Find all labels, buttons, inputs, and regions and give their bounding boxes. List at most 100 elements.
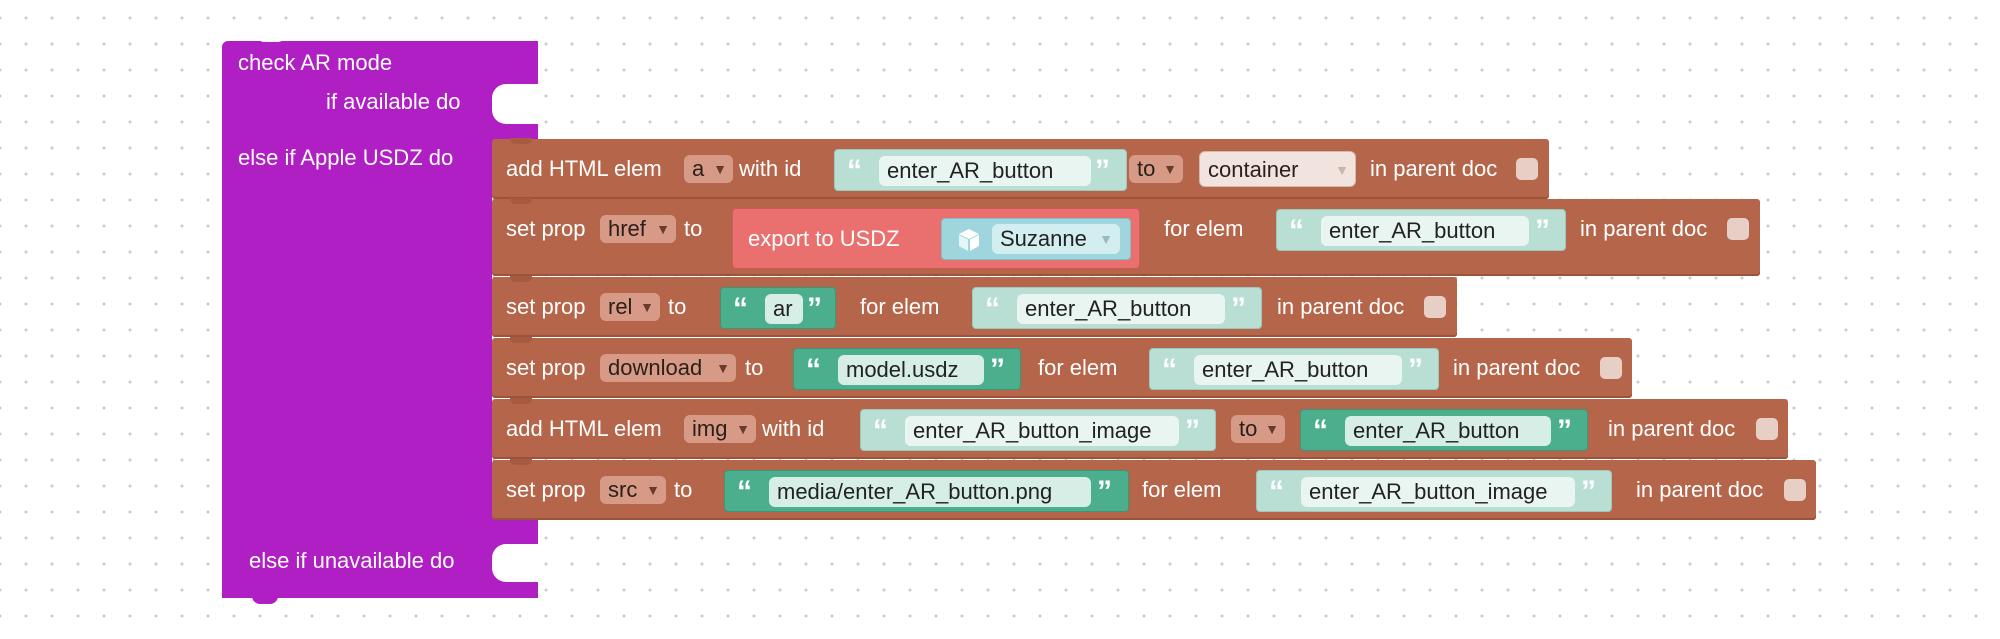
string-value[interactable]: media/enter_AR_button.png [769,477,1091,507]
row-notch [510,459,532,465]
string-block[interactable]: “ enter_AR_button_image ” [860,409,1216,451]
string-value[interactable]: enter_AR_button [1194,355,1402,385]
open-quote-icon: “ [847,154,862,187]
tag-dropdown[interactable]: a ▼ [684,155,733,183]
object-block[interactable]: Suzanne ▼ [941,218,1131,260]
tag-dropdown[interactable]: img ▼ [684,415,756,443]
open-quote-icon: “ [1313,414,1328,447]
row-notch [510,276,532,282]
row-label: set prop [506,355,586,380]
dropdown-arrow-icon: ▼ [646,482,660,498]
string-value[interactable]: enter_AR_button [1017,294,1225,324]
dropdown-arrow-icon: ▼ [736,421,750,437]
if-available-slot[interactable] [492,84,538,124]
export-label: export to USDZ [748,226,900,251]
else-apple-label: else if Apple USDZ do [238,145,454,170]
string-value[interactable]: enter_AR_button [1345,416,1551,446]
for-elem-label: for elem [1142,477,1222,502]
in-parent-doc-label: in parent doc [1277,294,1405,319]
else-unavailable-label: else if unavailable do [249,548,455,573]
prop-dropdown[interactable]: href ▼ [600,215,676,243]
for-elem-label: for elem [1038,355,1118,380]
dropdown-arrow-icon: ▼ [656,221,670,237]
set-prop-block[interactable]: set prop download ▼ to “ model.usdz ” fo… [492,337,1632,398]
row-label: set prop [506,477,586,502]
cube-icon [959,229,979,251]
close-quote-icon: ” [1097,475,1112,508]
to-dropdown-value: to [1239,416,1258,441]
string-block[interactable]: “ media/enter_AR_button.png ” [724,470,1129,512]
close-quote-icon: ” [807,292,822,325]
prop-dropdown-value: href [608,216,646,241]
add-html-elem-block[interactable]: add HTML elem a ▼ with id “ enter_AR_but… [492,138,1549,199]
object-dropdown-value: Suzanne [1000,226,1087,251]
in-parent-doc-label: in parent doc [1580,216,1708,241]
in-parent-doc-label: in parent doc [1370,156,1498,181]
object-dropdown[interactable]: Suzanne ▼ [992,224,1120,254]
in-parent-doc-checkbox[interactable] [1784,479,1806,501]
string-block[interactable]: “ enter_AR_button ” [1276,209,1566,251]
if-available-label: if available do [326,89,461,114]
string-block[interactable]: “ model.usdz ” [793,348,1021,390]
prop-dropdown[interactable]: download ▼ [600,354,736,382]
in-parent-doc-checkbox[interactable] [1727,218,1749,240]
close-quote-icon: ” [990,353,1005,386]
open-quote-icon: “ [985,292,1000,325]
check-ar-mode-labels: check AR mode if available do else if Ap… [222,41,538,601]
row-label: add HTML elem [506,156,662,181]
string-block[interactable]: “ ar ” [720,287,836,329]
string-value[interactable]: enter_AR_button_image [1301,477,1575,507]
check-ar-mode-apple-bottom [492,518,538,538]
in-parent-doc-checkbox[interactable] [1756,418,1778,440]
set-prop-block[interactable]: set prop href ▼ to export to USDZ Suzann… [492,198,1760,276]
to-label: to [745,355,764,380]
close-quote-icon: ” [1231,292,1246,325]
to-dropdown-value: to [1137,156,1156,181]
set-prop-block[interactable]: set prop src ▼ to “ media/enter_AR_butto… [492,459,1816,520]
check-ar-mode-else-unavailable [222,520,538,598]
open-quote-icon: “ [737,475,752,508]
string-block[interactable]: “ enter_AR_button ” [972,287,1262,329]
to-dropdown[interactable]: to ▼ [1129,155,1183,183]
row-notch [510,337,532,343]
export-to-usdz-block[interactable]: export to USDZ Suzanne ▼ [732,208,1140,269]
close-quote-icon: ” [1185,414,1200,447]
row-notch [510,198,532,204]
string-block[interactable]: “ enter_AR_button ” [1149,348,1439,390]
to-label: to [668,294,687,319]
add-html-elem-block[interactable]: add HTML elem img ▼ with id “ enter_AR_b… [492,398,1788,459]
to-dropdown[interactable]: to ▼ [1231,415,1285,443]
string-block[interactable]: “ enter_AR_button_image ” [1256,470,1612,512]
check-ar-mode-block[interactable] [222,41,538,143]
string-block[interactable]: “ enter_AR_button ” [1300,409,1588,451]
check-ar-mode-title: check AR mode [238,50,393,75]
string-value[interactable]: ar [765,294,803,324]
string-value[interactable]: enter_AR_button [879,156,1091,186]
prop-dropdown[interactable]: src ▼ [600,476,666,504]
string-block[interactable]: “ enter_AR_button ” [834,149,1127,191]
set-prop-block[interactable]: set prop rel ▼ to “ ar ” for elem “ ente… [492,276,1457,337]
in-parent-doc-checkbox[interactable] [1516,158,1538,180]
in-parent-doc-checkbox[interactable] [1424,296,1446,318]
dropdown-arrow-icon: ▼ [1265,421,1279,437]
for-elem-label: for elem [860,294,940,319]
in-parent-doc-checkbox[interactable] [1600,357,1622,379]
row-notch [510,138,532,144]
tag-dropdown-value: img [692,416,728,441]
dropdown-arrow-icon: ▼ [1335,162,1349,178]
prop-dropdown[interactable]: rel ▼ [600,293,660,321]
container-dropdown[interactable]: container ▼ [1199,151,1356,187]
in-parent-doc-label: in parent doc [1636,477,1764,502]
string-value[interactable]: enter_AR_button_image [905,416,1179,446]
tag-dropdown-value: a [692,156,705,181]
prop-dropdown-value: rel [608,294,633,319]
string-value[interactable]: enter_AR_button [1321,216,1529,246]
in-parent-doc-label: in parent doc [1608,416,1736,441]
row-label: set prop [506,294,586,319]
open-quote-icon: “ [1162,353,1177,386]
else-unavailable-slot[interactable] [492,544,538,582]
row-label: add HTML elem [506,416,662,441]
block-top-notch [258,36,284,42]
string-value[interactable]: model.usdz [838,355,984,385]
